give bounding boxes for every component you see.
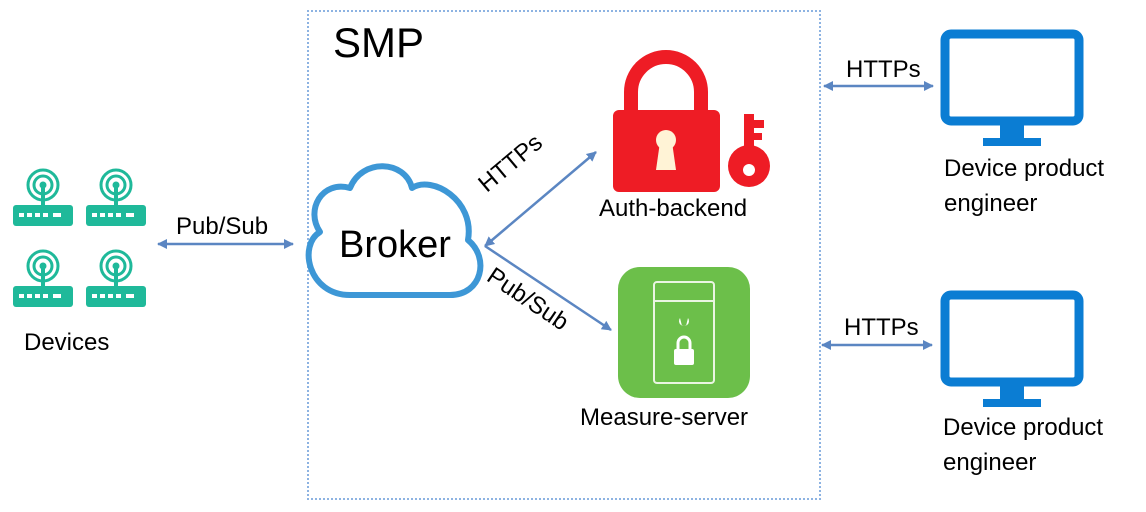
broker-label: Broker	[339, 224, 451, 266]
link-label-smp-engineer-bottom: HTTPs	[844, 314, 919, 341]
router-icon	[86, 249, 146, 307]
engineer-label-line1: Device product	[944, 155, 1105, 182]
engineer-label-line1: Device product	[943, 414, 1104, 441]
padlock-icon	[613, 50, 720, 192]
devices-label: Devices	[24, 329, 110, 356]
router-icon	[86, 168, 146, 226]
link-label-devices-broker: Pub/Sub	[176, 213, 269, 240]
arrow-broker-measure	[484, 244, 612, 332]
arrow-broker-auth	[484, 151, 597, 247]
monitor-icon	[940, 290, 1084, 407]
smp-title: SMP	[333, 19, 425, 66]
key-icon	[728, 114, 770, 187]
secure-server-icon	[618, 267, 750, 398]
router-icon	[13, 249, 73, 307]
router-icon	[13, 168, 73, 226]
measure-server-label: Measure-server	[580, 404, 749, 431]
auth-backend-label: Auth-backend	[599, 195, 748, 222]
engineer-label-line2: engineer	[943, 449, 1037, 476]
monitor-icon	[940, 29, 1084, 146]
link-label-smp-engineer-top: HTTPs	[846, 56, 921, 83]
cloud-icon	[305, 163, 484, 298]
engineer-label-line2: engineer	[944, 190, 1038, 217]
